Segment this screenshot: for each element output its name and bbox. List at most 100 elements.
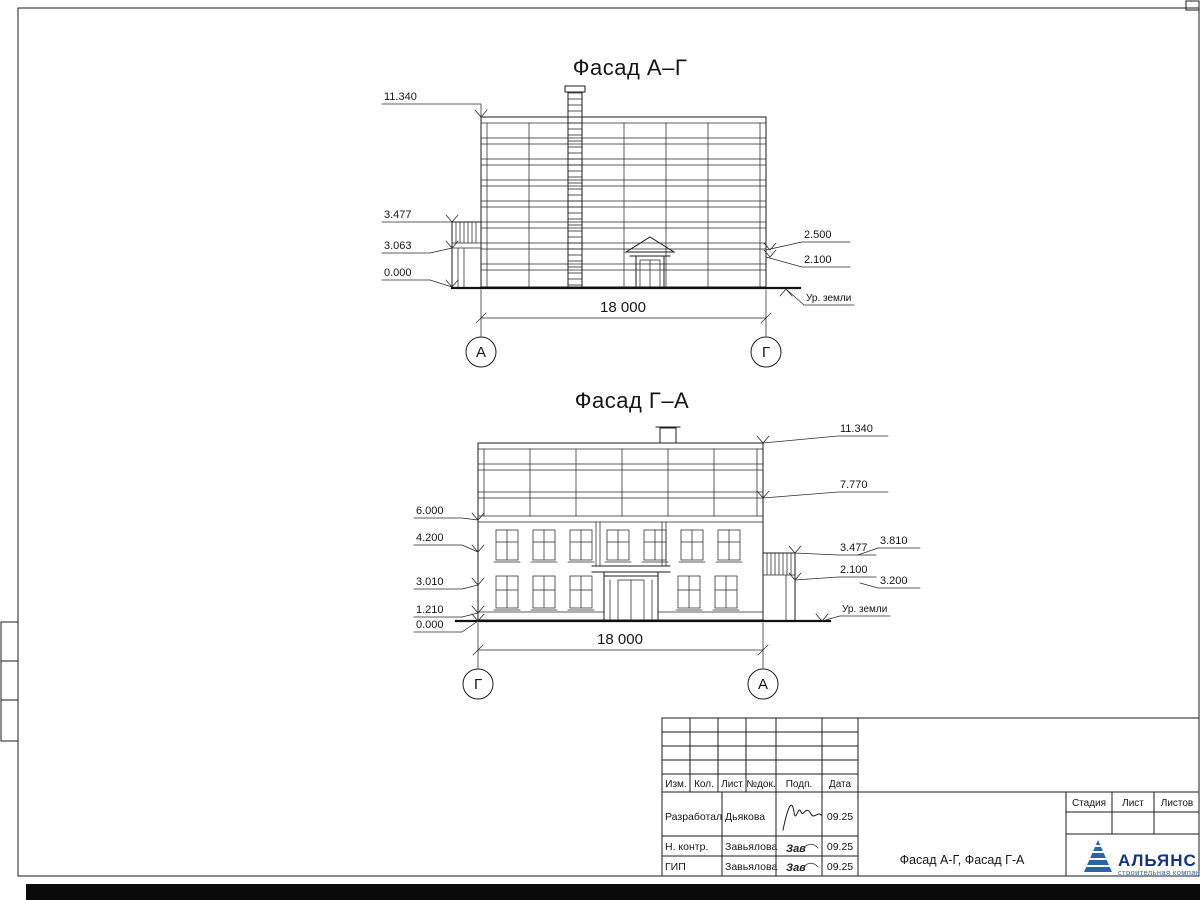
facade-ga-view: Фасад Г–А 6.000 4.200 3.010 1.210 xyxy=(413,388,921,700)
entrance-door xyxy=(639,259,661,288)
entrance-doors xyxy=(609,579,653,621)
facade-ag-levels-left: 11.340 3.477 3.063 0.000 xyxy=(381,91,488,288)
tb-col-header: Изм. xyxy=(665,779,686,790)
facade-ag-outline xyxy=(480,116,767,288)
facade-ag-mullions xyxy=(486,122,761,288)
axis-bubble xyxy=(465,336,497,368)
facade-ag-title: Фасад А–Г xyxy=(573,55,687,80)
annex-right-railing xyxy=(762,552,796,621)
roof-chimney xyxy=(655,426,681,444)
tb-col-header: №док. xyxy=(746,779,775,790)
level-leader xyxy=(381,214,459,223)
tb-date: 09.25 xyxy=(827,861,853,873)
upper-zone-mullions xyxy=(483,448,758,517)
entrance-pediment xyxy=(624,236,676,288)
level-leader xyxy=(413,577,485,590)
tb-date: 09.25 xyxy=(827,841,853,853)
level-label: 7.770 xyxy=(840,479,868,491)
facade-ag-view: Фасад А–Г 11.340 3.477 3.063 0.000 xyxy=(381,55,855,368)
level-label: 2.100 xyxy=(840,564,868,576)
level-leader xyxy=(788,572,877,581)
level-label: 1.210 xyxy=(416,604,444,616)
upper-windows xyxy=(493,529,743,563)
level-label: 3.477 xyxy=(384,209,412,221)
upper-zone-bands xyxy=(477,463,764,523)
tb-signature: Зав xyxy=(786,862,806,874)
lower-windows xyxy=(477,575,764,613)
level-label: 4.200 xyxy=(416,532,444,544)
axis-bubble xyxy=(750,336,782,368)
tb-name: Дьякова xyxy=(725,811,765,823)
signature-flourish xyxy=(782,804,823,831)
level-label: 11.340 xyxy=(840,423,873,435)
level-leader xyxy=(413,605,485,618)
facade-ag-bands xyxy=(480,137,767,271)
logo-subtitle: строительная компания xyxy=(1118,868,1200,877)
level-leader xyxy=(756,490,889,499)
width-dim-label: 18 000 xyxy=(600,299,646,316)
ground-leader xyxy=(815,613,891,622)
chimney-outline xyxy=(564,85,586,288)
tb-name: Завьялова xyxy=(725,861,777,873)
annex-left-railing xyxy=(451,221,482,288)
tb-col-header: Лист xyxy=(721,779,743,790)
title-block-grid xyxy=(661,717,1200,877)
tb-role: Разработал xyxy=(665,811,722,823)
level-leader xyxy=(859,582,921,589)
facade-ga-outline xyxy=(477,442,764,621)
facade-ga-levels-left: 6.000 4.200 3.010 1.210 0.000 xyxy=(413,505,485,633)
tb-stage-header: Листов xyxy=(1161,798,1194,809)
level-leader xyxy=(763,241,851,251)
ground-label: Ур. земли xyxy=(806,293,851,304)
axis-label: Г xyxy=(762,344,770,361)
level-label: 11.340 xyxy=(384,91,417,103)
level-label: 2.500 xyxy=(804,229,832,241)
tb-stage-header: Лист xyxy=(1122,798,1144,809)
level-leader xyxy=(381,240,459,254)
level-label: 6.000 xyxy=(416,505,444,517)
title-block: Изм. Кол. Лист №док. Подп. Дата Разработ… xyxy=(661,717,1200,877)
tb-col-header: Дата xyxy=(829,779,852,790)
tb-name: Завьялова xyxy=(725,841,777,853)
logo-triangle-icon xyxy=(1084,840,1112,872)
axis-label: А xyxy=(758,676,768,693)
level-label: 0.000 xyxy=(384,267,412,279)
level-label: 3.477 xyxy=(840,542,868,554)
level-leader xyxy=(763,249,851,268)
entrance-canopy xyxy=(591,565,671,621)
level-leader xyxy=(413,613,485,633)
facade-ga-title: Фасад Г–А xyxy=(575,388,689,413)
level-leader xyxy=(413,544,485,553)
facade-ga-dimension: 18 000 Г А xyxy=(462,622,779,700)
tb-role: Н. контр. xyxy=(665,841,708,853)
frame-border xyxy=(17,7,1200,877)
level-leader xyxy=(788,545,877,556)
logo-triangle-stripes xyxy=(1086,845,1110,867)
frame-left-stamp-boxes xyxy=(0,621,19,742)
axis-bubble xyxy=(462,668,494,700)
tb-date: 09.25 xyxy=(827,811,853,823)
tb-signature: Зав xyxy=(786,843,806,855)
company-logo: АЛЬЯНС строительная компания xyxy=(1084,840,1200,877)
signature-tail xyxy=(803,843,819,849)
level-leader xyxy=(381,103,488,118)
level-label: 3.810 xyxy=(880,535,908,547)
level-leader xyxy=(381,279,459,288)
tb-stage-header: Стадия xyxy=(1072,798,1106,809)
level-label: 3.063 xyxy=(384,240,412,252)
level-leader xyxy=(857,547,921,556)
frame-corner-tab xyxy=(1185,0,1200,11)
tb-col-header: Кол. xyxy=(694,779,714,790)
scan-edge-shadow xyxy=(26,884,1200,900)
facade-ag-dimension: 18 000 А Г xyxy=(465,289,782,368)
facade-ga-levels-right: 11.340 7.770 3.477 3.810 2.100 3.200 Ур.… xyxy=(756,423,921,622)
width-dim-label: 18 000 xyxy=(597,631,643,648)
axis-label: А xyxy=(476,344,486,361)
tb-col-header: Подп. xyxy=(786,779,813,790)
axis-label: Г xyxy=(474,676,482,693)
level-label: 2.100 xyxy=(804,254,832,266)
level-label: 3.200 xyxy=(880,575,908,587)
sheet-frame xyxy=(0,0,1200,877)
axis-bubble xyxy=(747,668,779,700)
ground-label: Ур. земли xyxy=(842,604,887,615)
